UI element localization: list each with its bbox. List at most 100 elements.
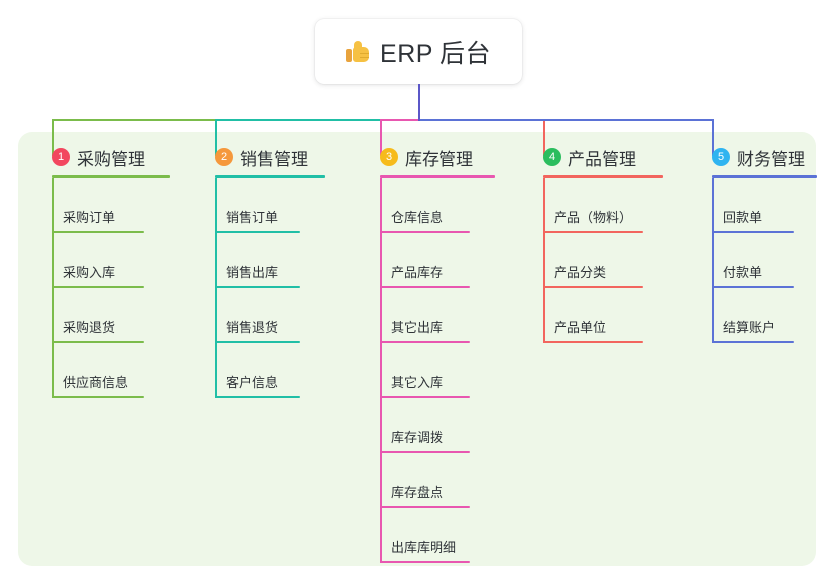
branch-item[interactable]: 库存盘点 bbox=[361, 453, 495, 508]
branch-spine bbox=[52, 178, 54, 398]
bus-segment-1 bbox=[52, 119, 217, 121]
branch-item-underline bbox=[712, 231, 794, 233]
branch-item[interactable]: 产品单位 bbox=[524, 288, 663, 343]
branch-item-underline bbox=[215, 231, 300, 233]
branch-item[interactable]: 销售退货 bbox=[196, 288, 325, 343]
branch-header-4[interactable]: 4 产品管理 bbox=[524, 145, 663, 169]
branch-item-underline bbox=[380, 396, 470, 398]
branch-item[interactable]: 付款单 bbox=[693, 233, 817, 288]
root-node-title: ERP 后台 bbox=[380, 39, 491, 68]
branch-item-label: 仓库信息 bbox=[391, 210, 444, 225]
branch-item-label: 出库库明细 bbox=[391, 540, 457, 555]
bus-stub-4 bbox=[543, 119, 545, 156]
branch-item-underline bbox=[52, 396, 144, 398]
branch-underline bbox=[712, 175, 817, 178]
branch-title: 产品管理 bbox=[568, 149, 636, 169]
branch-item[interactable]: 采购入库 bbox=[33, 233, 170, 288]
branch-item[interactable]: 采购退货 bbox=[33, 288, 170, 343]
branch-item-label: 付款单 bbox=[723, 265, 763, 280]
branch-column-1: 1 采购管理采购订单采购入库采购退货供应商信息 bbox=[33, 145, 170, 398]
branch-item-label: 回款单 bbox=[723, 210, 763, 225]
branch-items-3: 仓库信息产品库存其它出库其它入库库存调拨库存盘点出库库明细 bbox=[361, 178, 495, 563]
branch-spine bbox=[215, 178, 217, 398]
branch-item[interactable]: 产品库存 bbox=[361, 233, 495, 288]
branch-number-badge: 2 bbox=[215, 148, 233, 166]
branch-item-underline bbox=[712, 341, 794, 343]
branch-underline bbox=[215, 175, 325, 178]
branch-column-5: 5 财务管理回款单付款单结算账户 bbox=[693, 145, 817, 343]
branch-item[interactable]: 出库库明细 bbox=[361, 508, 495, 563]
branch-item[interactable]: 采购订单 bbox=[33, 178, 170, 233]
branch-item-label: 销售订单 bbox=[226, 210, 279, 225]
branch-item[interactable]: 仓库信息 bbox=[361, 178, 495, 233]
thumbs-up-icon bbox=[346, 40, 370, 63]
branch-item[interactable]: 其它出库 bbox=[361, 288, 495, 343]
branch-item[interactable]: 产品分类 bbox=[524, 233, 663, 288]
branch-items-1: 采购订单采购入库采购退货供应商信息 bbox=[33, 178, 170, 398]
branch-item-underline bbox=[380, 286, 470, 288]
branch-item-underline bbox=[380, 341, 470, 343]
branch-header-5[interactable]: 5 财务管理 bbox=[693, 145, 817, 169]
branch-item-label: 产品库存 bbox=[391, 265, 444, 280]
branch-underline bbox=[543, 175, 663, 178]
branch-title: 销售管理 bbox=[240, 149, 308, 169]
branch-item-label: 采购退货 bbox=[63, 320, 116, 335]
branch-item-underline bbox=[380, 451, 470, 453]
branch-item-underline bbox=[380, 561, 470, 563]
branch-item-label: 采购订单 bbox=[63, 210, 116, 225]
branch-item-label: 客户信息 bbox=[226, 375, 279, 390]
branch-item[interactable]: 供应商信息 bbox=[33, 343, 170, 398]
branch-title: 库存管理 bbox=[405, 149, 473, 169]
branch-column-2: 2 销售管理销售订单销售出库销售退货客户信息 bbox=[196, 145, 325, 398]
branch-item-label: 库存盘点 bbox=[391, 485, 444, 500]
root-node-card[interactable]: ERP 后台 bbox=[315, 19, 522, 84]
branch-item-label: 产品分类 bbox=[554, 265, 607, 280]
branch-number-badge: 5 bbox=[712, 148, 730, 166]
branch-item-underline bbox=[543, 341, 643, 343]
branch-items-5: 回款单付款单结算账户 bbox=[693, 178, 817, 343]
branch-header-3[interactable]: 3 库存管理 bbox=[361, 145, 495, 169]
branch-underline bbox=[380, 175, 495, 178]
branch-item[interactable]: 其它入库 bbox=[361, 343, 495, 398]
bus-stub-2 bbox=[215, 119, 217, 156]
branch-spine bbox=[380, 178, 382, 563]
branch-item[interactable]: 产品（物料） bbox=[524, 178, 663, 233]
branch-item-underline bbox=[543, 286, 643, 288]
branch-item[interactable]: 结算账户 bbox=[693, 288, 817, 343]
branch-item-underline bbox=[52, 286, 144, 288]
branch-title: 采购管理 bbox=[77, 149, 145, 169]
bus-segment-right bbox=[418, 119, 714, 121]
branch-column-4: 4 产品管理产品（物料） 产品分类产品单位 bbox=[524, 145, 663, 343]
branch-column-3: 3 库存管理仓库信息产品库存其它出库其它入库库存调拨库存盘点出库库明细 bbox=[361, 145, 495, 563]
bus-segment-2 bbox=[215, 119, 382, 121]
branch-item[interactable]: 库存调拨 bbox=[361, 398, 495, 453]
branch-item-underline bbox=[712, 286, 794, 288]
branch-item-underline bbox=[380, 506, 470, 508]
branch-item-label: 库存调拨 bbox=[391, 430, 444, 445]
branch-number-badge: 1 bbox=[52, 148, 70, 166]
branch-spine bbox=[543, 178, 545, 343]
branch-item-label: 其它入库 bbox=[391, 375, 444, 390]
branch-header-2[interactable]: 2 销售管理 bbox=[196, 145, 325, 169]
branch-item-label: 产品单位 bbox=[554, 320, 607, 335]
branch-number-badge: 4 bbox=[543, 148, 561, 166]
branch-item-label: 结算账户 bbox=[723, 320, 776, 335]
branch-number-badge: 3 bbox=[380, 148, 398, 166]
branch-item-underline bbox=[215, 286, 300, 288]
branch-items-2: 销售订单销售出库销售退货客户信息 bbox=[196, 178, 325, 398]
branch-header-1[interactable]: 1 采购管理 bbox=[33, 145, 170, 169]
branch-item-label: 供应商信息 bbox=[63, 375, 129, 390]
branch-item-underline bbox=[52, 231, 144, 233]
branch-item[interactable]: 销售出库 bbox=[196, 233, 325, 288]
branches-panel bbox=[18, 132, 816, 566]
branch-title: 财务管理 bbox=[737, 149, 805, 169]
branch-item-label: 采购入库 bbox=[63, 265, 116, 280]
branch-item[interactable]: 回款单 bbox=[693, 178, 817, 233]
branch-item[interactable]: 销售订单 bbox=[196, 178, 325, 233]
branch-item-underline bbox=[52, 341, 144, 343]
branch-item-underline bbox=[543, 231, 643, 233]
bus-stub-3 bbox=[380, 119, 382, 156]
branch-item[interactable]: 客户信息 bbox=[196, 343, 325, 398]
branch-item-label: 其它出库 bbox=[391, 320, 444, 335]
